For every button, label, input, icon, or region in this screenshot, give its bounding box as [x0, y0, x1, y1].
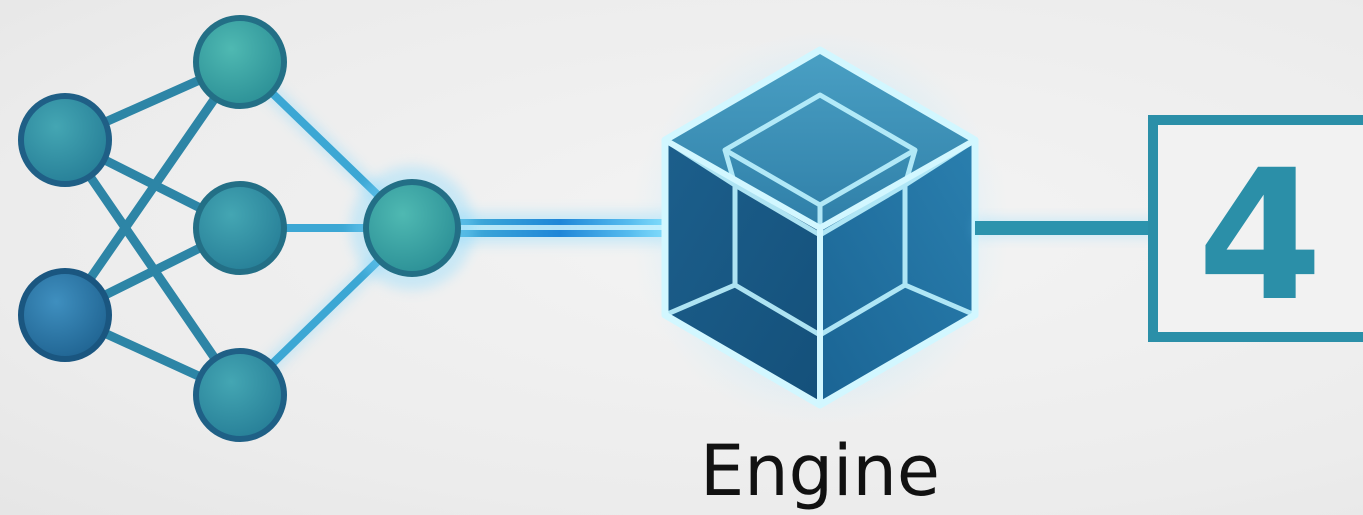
engine-label: Engine: [700, 430, 940, 512]
hidden-node-3: [193, 348, 287, 442]
output-value: 4: [1197, 132, 1322, 341]
hidden-node-1: [193, 15, 287, 109]
hidden-node-2: [193, 181, 287, 275]
output-node: [363, 179, 461, 277]
edge-in2-h1: [60, 57, 245, 320]
input-node-2: [18, 268, 112, 362]
input-node-1: [18, 93, 112, 187]
output-box: 4: [1148, 115, 1363, 342]
network-nodes: [18, 15, 474, 442]
engine-cube-icon: [630, 28, 1010, 428]
engine-to-output-connector: [975, 218, 1155, 238]
network-to-engine-beam: [440, 212, 680, 244]
